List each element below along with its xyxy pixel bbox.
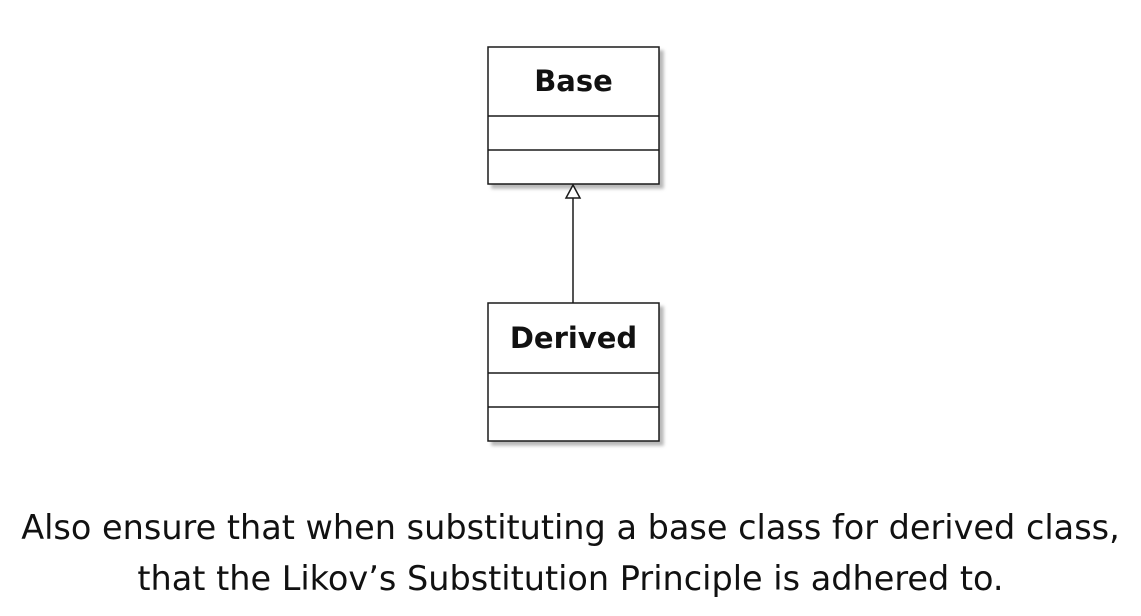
hollow-triangle-arrowhead-icon	[564, 183, 582, 199]
uml-class-base: Base	[487, 46, 660, 185]
class-box-derived	[487, 302, 660, 442]
generalization-arrow	[564, 183, 582, 303]
uml-class-derived: Derived	[487, 302, 660, 442]
caption-line-1: Also ensure that when substituting a bas…	[21, 508, 1120, 547]
uml-class-diagram: Base Derived	[487, 46, 660, 442]
caption-line-2: that the Likov’s Substitution Principle …	[137, 559, 1004, 598]
class-name-base: Base	[534, 64, 613, 98]
class-name-derived: Derived	[510, 321, 637, 355]
